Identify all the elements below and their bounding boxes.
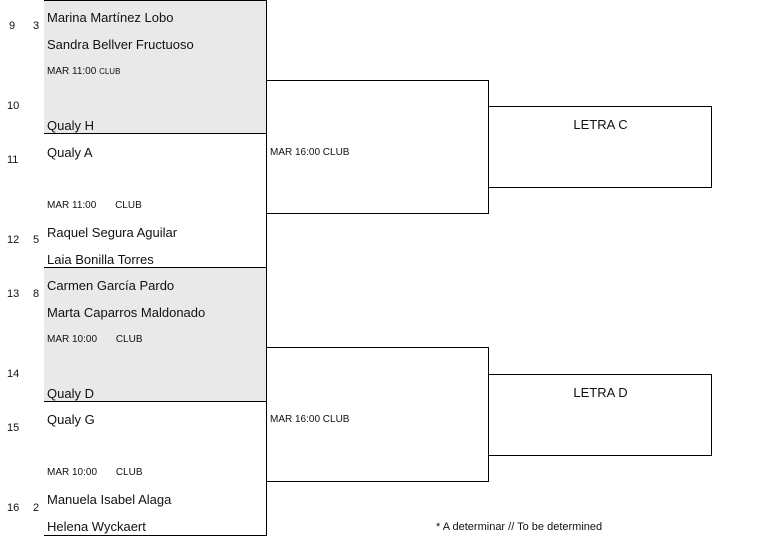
row-number: 14 <box>7 368 20 380</box>
player-name: Manuela Isabel Alaga <box>47 492 172 507</box>
final-label: LETRA D <box>573 385 628 400</box>
row-number: 15 <box>7 422 20 434</box>
bracket-line <box>488 347 489 481</box>
bracket-line <box>711 106 712 187</box>
bracket-line <box>488 80 489 214</box>
row-number: 9 <box>9 20 16 32</box>
footnote: * A determinar // To be determined <box>436 521 603 533</box>
qualifier-name: Qualy H <box>47 118 94 133</box>
match-schedule: MAR 10:00 CLUB <box>47 334 143 345</box>
match-venue: CLUB <box>115 334 143 345</box>
match-venue: CLUB <box>99 67 121 76</box>
final-label: LETRA C <box>573 117 628 132</box>
player-name: Marina Martínez Lobo <box>47 10 174 25</box>
match-schedule: MAR 10:00 CLUB <box>47 467 143 478</box>
seed-number: 8 <box>33 288 40 300</box>
bracket-line <box>489 187 712 188</box>
row-number: 12 <box>7 234 20 246</box>
match-block-shaded-1 <box>44 0 267 134</box>
match-time: MAR 11:00 <box>47 200 97 211</box>
player-name: Carmen García Pardo <box>47 278 175 293</box>
player-name: Laia Bonilla Torres <box>47 252 154 267</box>
round2-schedule: MAR 16:00 CLUB <box>270 414 350 425</box>
bracket-line <box>266 268 267 402</box>
match-time: MAR 10:00 <box>47 334 98 345</box>
bracket-line <box>44 401 267 402</box>
player-name: Sandra Bellver Fructuoso <box>47 37 194 52</box>
bracket-line <box>267 481 489 482</box>
bracket-line <box>711 374 712 455</box>
player-name: Marta Caparros Maldonado <box>47 305 206 320</box>
row-number: 13 <box>7 288 20 300</box>
bracket-line <box>266 134 267 268</box>
bracket-line <box>44 535 267 536</box>
seed-number: 2 <box>33 502 40 514</box>
match-time: MAR 11:00 <box>47 66 97 77</box>
player-name: Raquel Segura Aguilar <box>47 225 178 240</box>
bracket-line <box>267 80 489 81</box>
bracket-line <box>44 0 267 1</box>
match-venue: CLUB <box>115 200 142 211</box>
bracket-line <box>266 402 267 536</box>
seed-number: 3 <box>33 20 40 32</box>
bracket-line <box>489 374 712 375</box>
round2-schedule: MAR 16:00 CLUB <box>270 147 350 158</box>
match-block-shaded-3 <box>44 268 267 402</box>
qualifier-name: Qualy D <box>47 386 94 401</box>
bracket-line <box>44 133 267 134</box>
match-venue: CLUB <box>115 467 143 478</box>
bracket-line <box>489 455 712 456</box>
row-number: 10 <box>7 100 20 112</box>
match-schedule: MAR 11:00 CLUB <box>47 66 120 77</box>
row-number: 11 <box>7 154 19 166</box>
bracket-line <box>266 0 267 134</box>
bracket-line <box>267 347 489 348</box>
player-name: Helena Wyckaert <box>47 519 146 534</box>
row-number: 16 <box>7 502 20 514</box>
match-schedule: MAR 11:00 CLUB <box>47 200 142 211</box>
bracket-line <box>44 267 267 268</box>
bracket-line <box>267 213 489 214</box>
bracket-line <box>489 106 712 107</box>
match-time: MAR 10:00 <box>47 467 98 478</box>
qualifier-name: Qualy A <box>47 145 93 160</box>
qualifier-name: Qualy G <box>47 412 95 427</box>
seed-number: 5 <box>33 234 40 246</box>
